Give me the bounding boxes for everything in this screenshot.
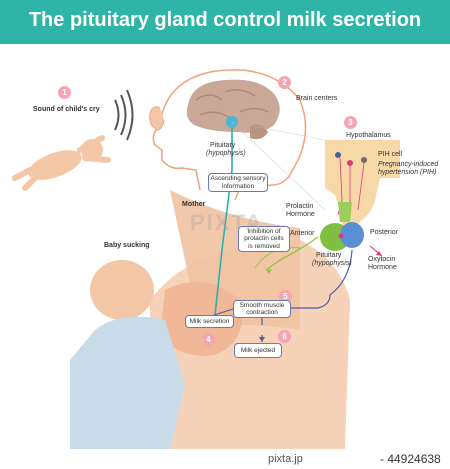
label-pituitary-gland: Pituitary — [316, 252, 342, 259]
prolactin-path — [265, 236, 319, 271]
box-ascending-line-1: Ascending sensory — [210, 175, 266, 182]
box-inhibition-line-2: prolactin cells — [244, 235, 284, 243]
box-smooth-line-1: Smooth muscle — [239, 301, 285, 309]
label-brain-centers: Brain centers — [296, 95, 338, 102]
footer: pixta.jp - 44924638 — [0, 449, 450, 469]
label-anterior: Anterior — [290, 230, 315, 237]
mother-head-outline — [152, 69, 307, 201]
page-title: The pituitary gland control milk secreti… — [28, 9, 422, 31]
step-6-badge: 6 — [278, 330, 291, 343]
nursing-baby-body — [70, 316, 185, 449]
step-4-badge: 4 — [202, 333, 215, 346]
baby-figure — [12, 135, 111, 191]
label-pih-desc-1: Pregnancy-induced — [378, 161, 439, 168]
label-pih-cell: PIH cell — [378, 151, 403, 158]
nursing-baby-head — [90, 260, 154, 320]
label-hypophysis-gland: (hypophysis) — [312, 260, 352, 267]
footer-id: - 44924638 — [380, 452, 441, 466]
label-oxytocin-1: Oxytocin — [368, 256, 396, 263]
box-inhibition-line-3: is removed — [248, 242, 280, 250]
label-prolactin-2: Hormone — [286, 211, 315, 218]
posterior-lobe — [340, 222, 364, 248]
label-mother: Mother — [182, 201, 206, 208]
watermark: PIXTA — [190, 210, 264, 235]
footer-brand: pixta.jp — [268, 453, 303, 465]
step-3-badge: 3 — [344, 116, 357, 129]
label-baby-sucking: Baby sucking — [104, 242, 150, 249]
brain — [186, 79, 280, 133]
sound-wave-icon — [114, 89, 134, 141]
step-1-badge: 1 — [58, 86, 71, 99]
label-hypophysis-brain: (hypophysis) — [206, 150, 246, 157]
title-banner — [0, 0, 450, 44]
box-ascending-line-2: information — [221, 182, 255, 190]
pituitary-stalk — [338, 202, 352, 222]
box-milk-secretion: Milk secretion — [185, 315, 234, 328]
label-pih-desc-2: hypertension (PIH) — [378, 169, 437, 176]
label-hypothalamus: Hypothalamus — [346, 132, 391, 139]
ear-icon — [149, 106, 165, 131]
oxytocin-path — [290, 249, 353, 309]
label-oxytocin-2: Hormone — [368, 264, 397, 271]
box-inhibition-line-1: Inhibition of — [247, 227, 281, 235]
box-milk-ejected: Milk ejected — [234, 343, 282, 358]
box-smooth-line-2: contraction — [246, 309, 278, 316]
label-prolactin-1: Prolactin — [286, 203, 314, 210]
step-5-badge: 5 — [279, 290, 292, 303]
label-pituitary-brain: Pituitary — [210, 142, 236, 149]
step-2-badge: 2 — [278, 76, 291, 89]
label-sound: Sound of child's cry — [33, 106, 100, 113]
nerve-cyan — [214, 128, 233, 316]
label-posterior: Posterior — [370, 229, 399, 236]
